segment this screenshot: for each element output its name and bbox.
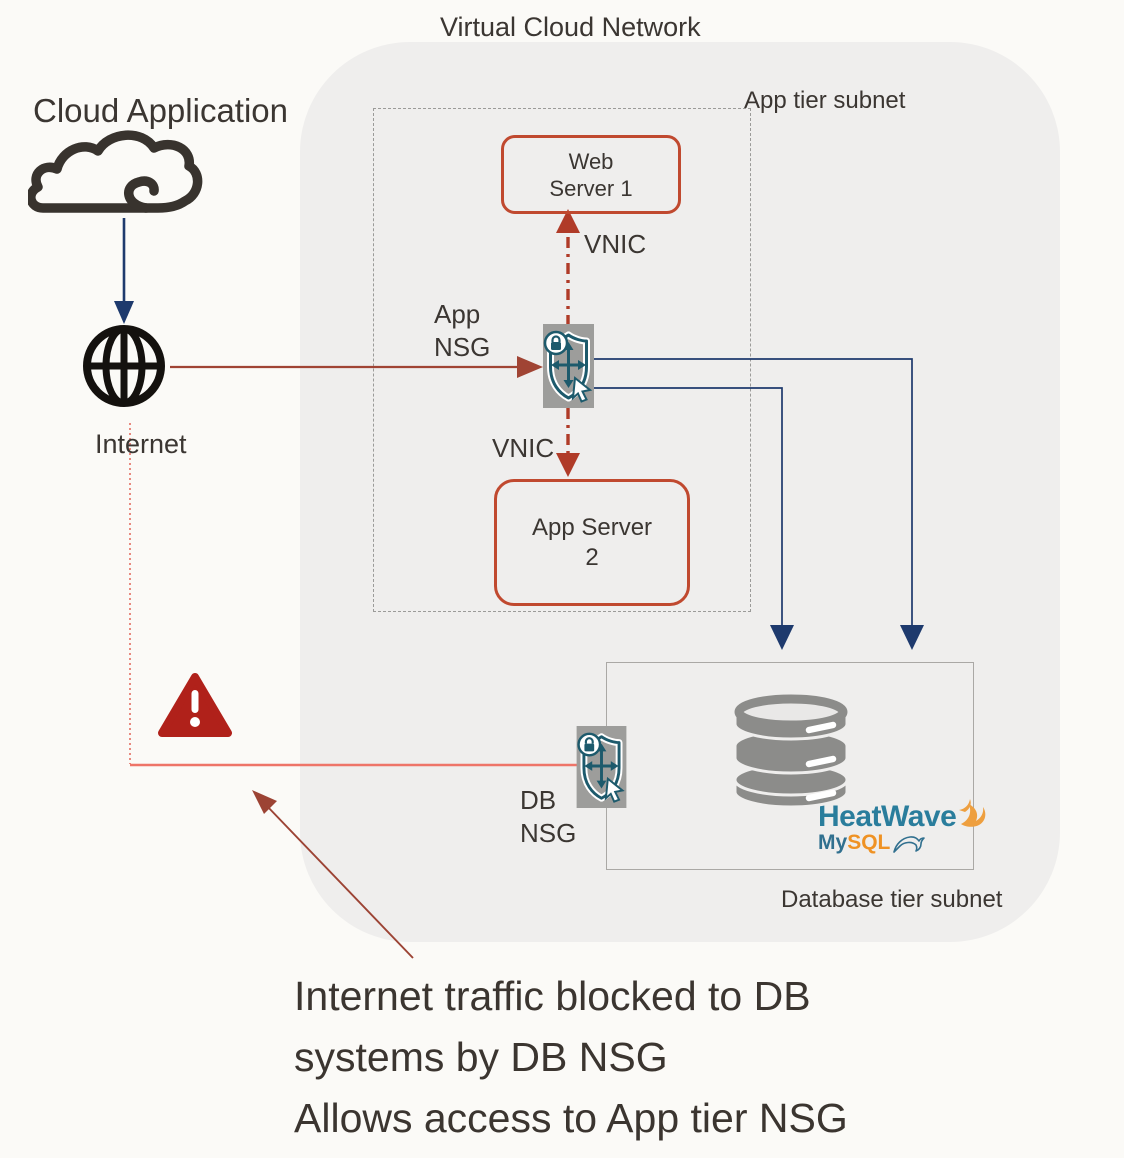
mysql-dolphin-icon (893, 836, 926, 853)
caption-text: Internet traffic blocked to DB systems b… (294, 966, 1054, 1149)
mysql-wordmark-sql: SQL (847, 831, 891, 854)
app-nsg-label-line1: App (434, 299, 481, 329)
db-nsg-label-line1: DB (520, 785, 557, 815)
app-tier-subnet-label: App tier subnet (744, 87, 906, 114)
nsg-shield-icon (576, 726, 627, 808)
warning-triangle-icon (158, 673, 232, 737)
internet-label: Internet (95, 429, 187, 459)
vnic-lower-label: VNIC (492, 433, 555, 463)
db-nsg-label: DB NSG (520, 784, 576, 850)
internet-to-db-nsg-blocked-line (129, 423, 578, 767)
web-server-1-label-line2: Server 1 (549, 175, 633, 201)
database-cylinder-icon (733, 694, 849, 808)
caption-line1: Internet traffic blocked to DB (294, 973, 811, 1019)
nsg-shield-icon (543, 324, 594, 408)
heatwave-flame-icon (959, 799, 986, 827)
mysql-wordmark-my: My (818, 831, 848, 854)
app-nsg-to-db-subnet-arrow-2 (594, 387, 794, 650)
app-nsg-label: App NSG (434, 298, 490, 364)
db-nsg-label-line2: NSG (520, 818, 577, 848)
caption-line3: Allows access to App tier NSG (294, 1095, 848, 1141)
web-server-1-label-line1: Web (568, 148, 614, 174)
cloud-icon (28, 130, 203, 213)
app-tier-subnet-box (373, 108, 751, 612)
cloud-to-internet-arrow (114, 218, 134, 324)
vnic-upper-label: VNIC (584, 229, 647, 259)
cloud-application-label: Cloud Application (33, 92, 289, 129)
app-server-2-box: App Server 2 (494, 479, 690, 606)
vnic-arrow-to-app-server (556, 408, 580, 477)
database-tier-subnet-label: Database tier subnet (781, 886, 1003, 913)
app-nsg-to-db-subnet-arrow-1 (594, 358, 924, 650)
mysql-logo: My SQL (818, 831, 926, 855)
internet-to-app-nsg-arrow (170, 356, 543, 378)
app-server-2-label-line2: 2 (585, 543, 599, 571)
caption-annotation-arrow (252, 790, 414, 959)
app-nsg-label-line2: NSG (434, 332, 491, 362)
app-server-2-label-line1: App Server (531, 513, 653, 541)
heatwave-logo: HeatWave (818, 799, 987, 834)
caption-line2: systems by DB NSG (294, 1034, 668, 1080)
heatwave-wordmark: HeatWave (818, 800, 957, 833)
web-server-1-box: Web Server 1 (501, 135, 681, 214)
vnic-arrow-to-web-server (556, 209, 580, 326)
internet-globe-icon (83, 325, 165, 407)
vcn-title: Virtual Cloud Network (440, 12, 701, 42)
